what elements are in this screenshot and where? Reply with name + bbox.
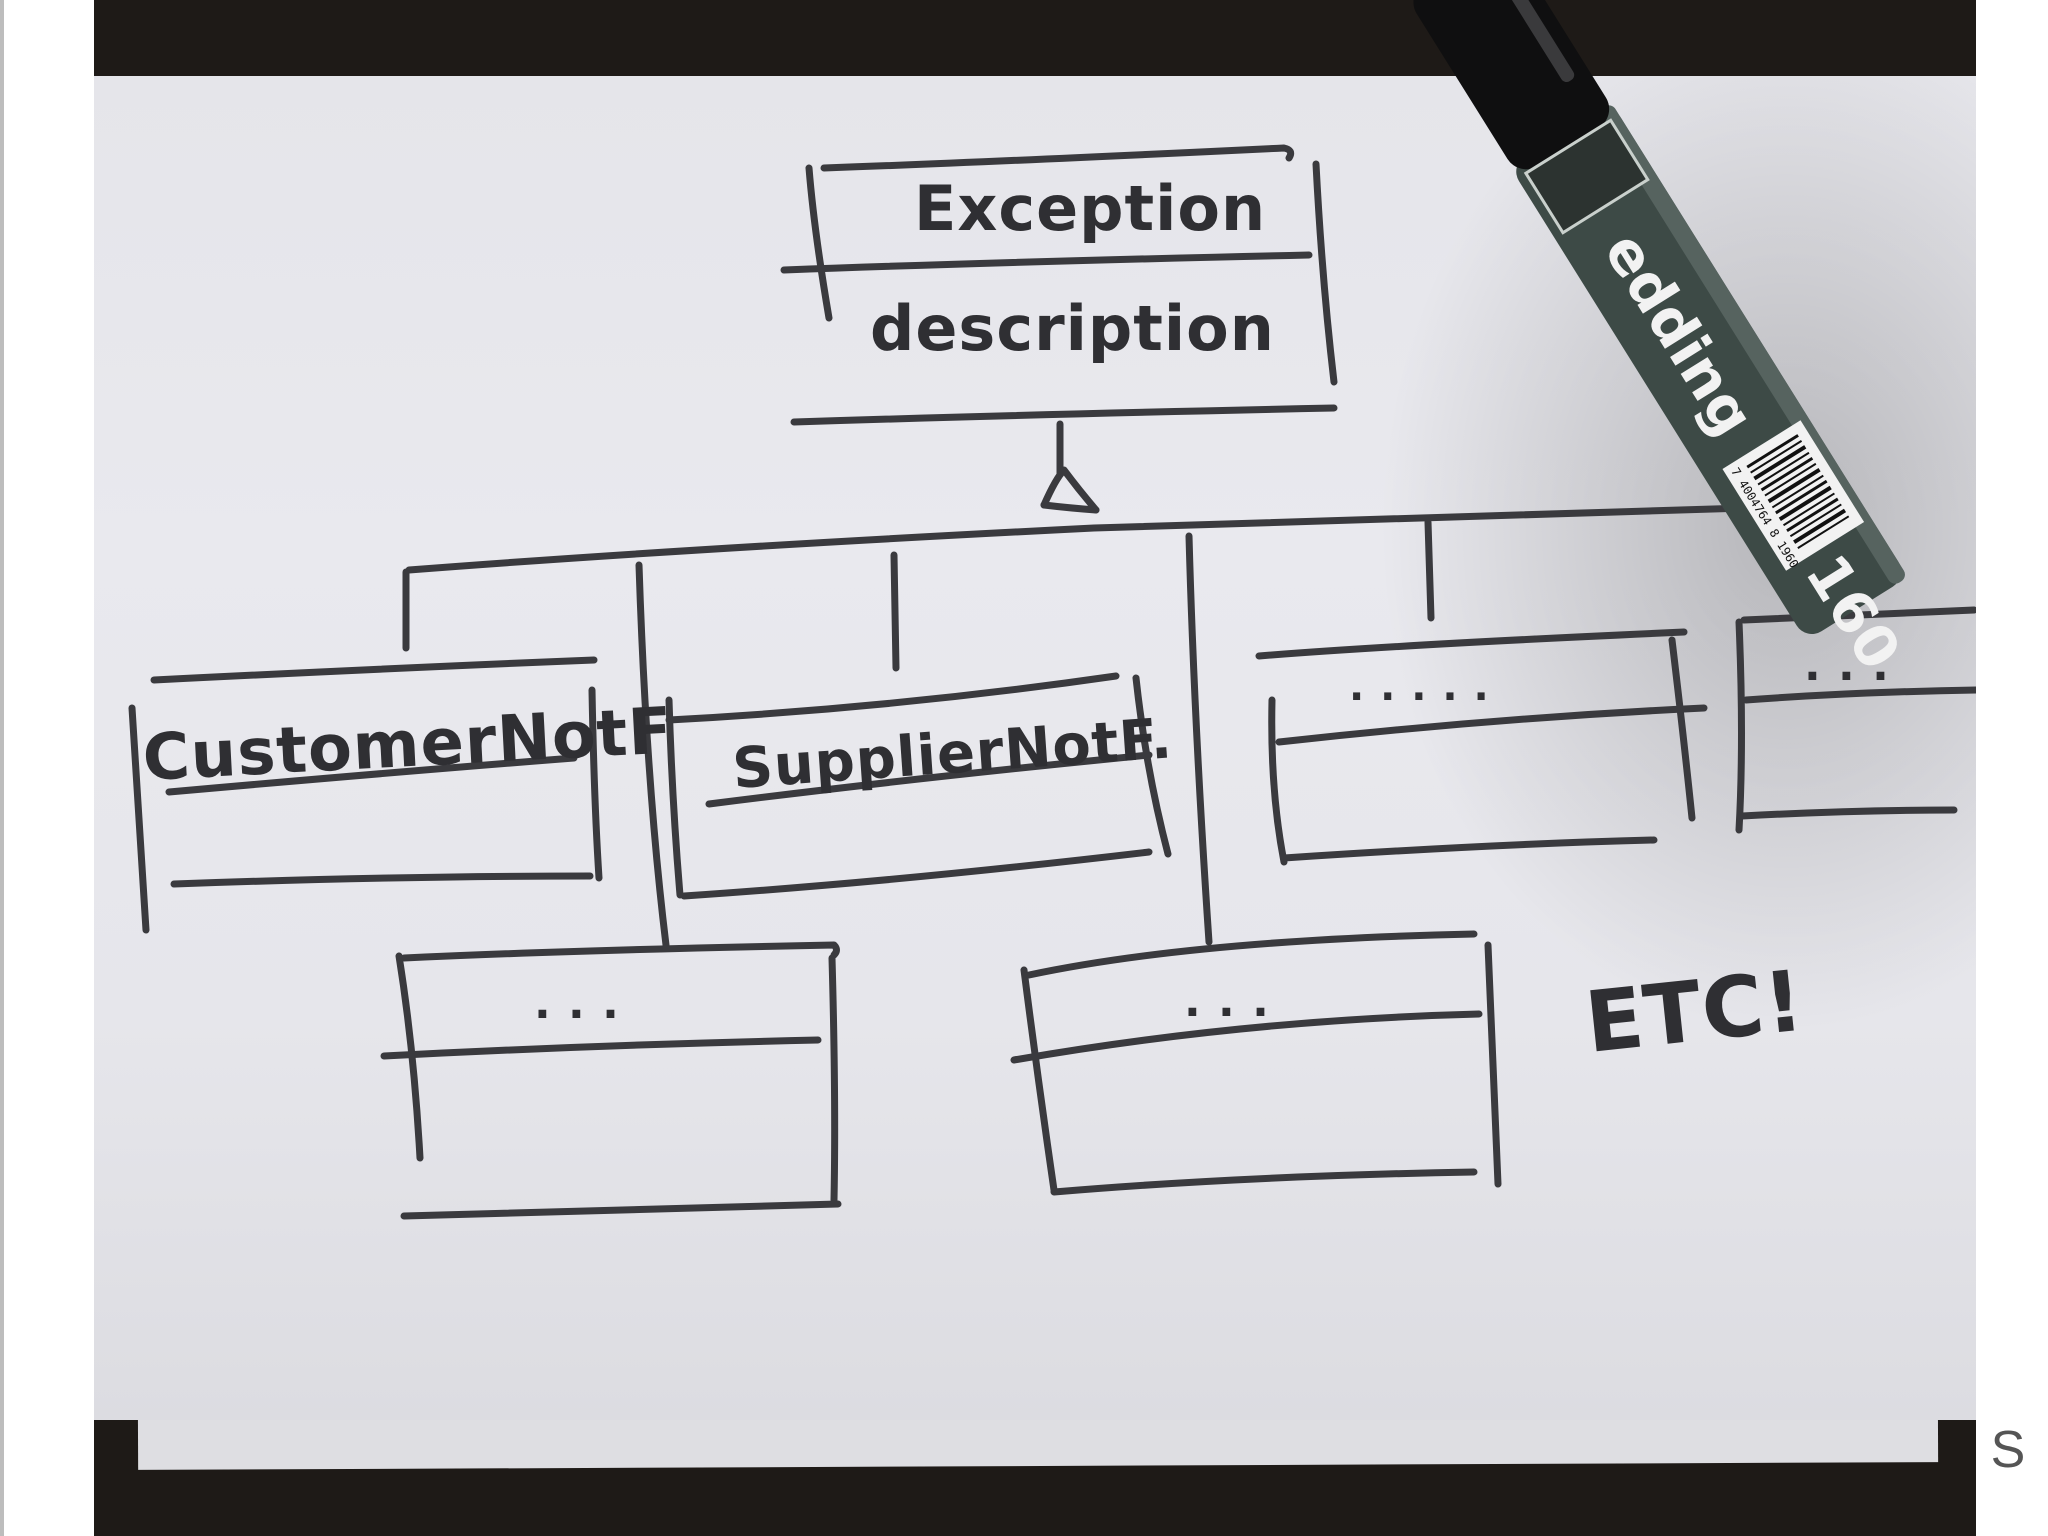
slide-corner-letter: S [1978, 1420, 2038, 1480]
marker-pen: 7 4004764 8 1960 edding 160 [94, 0, 1976, 1536]
whiteboard-photo: Exception description CustomerNotF Suppl… [94, 0, 1976, 1536]
slide-left-edge [0, 0, 4, 1536]
